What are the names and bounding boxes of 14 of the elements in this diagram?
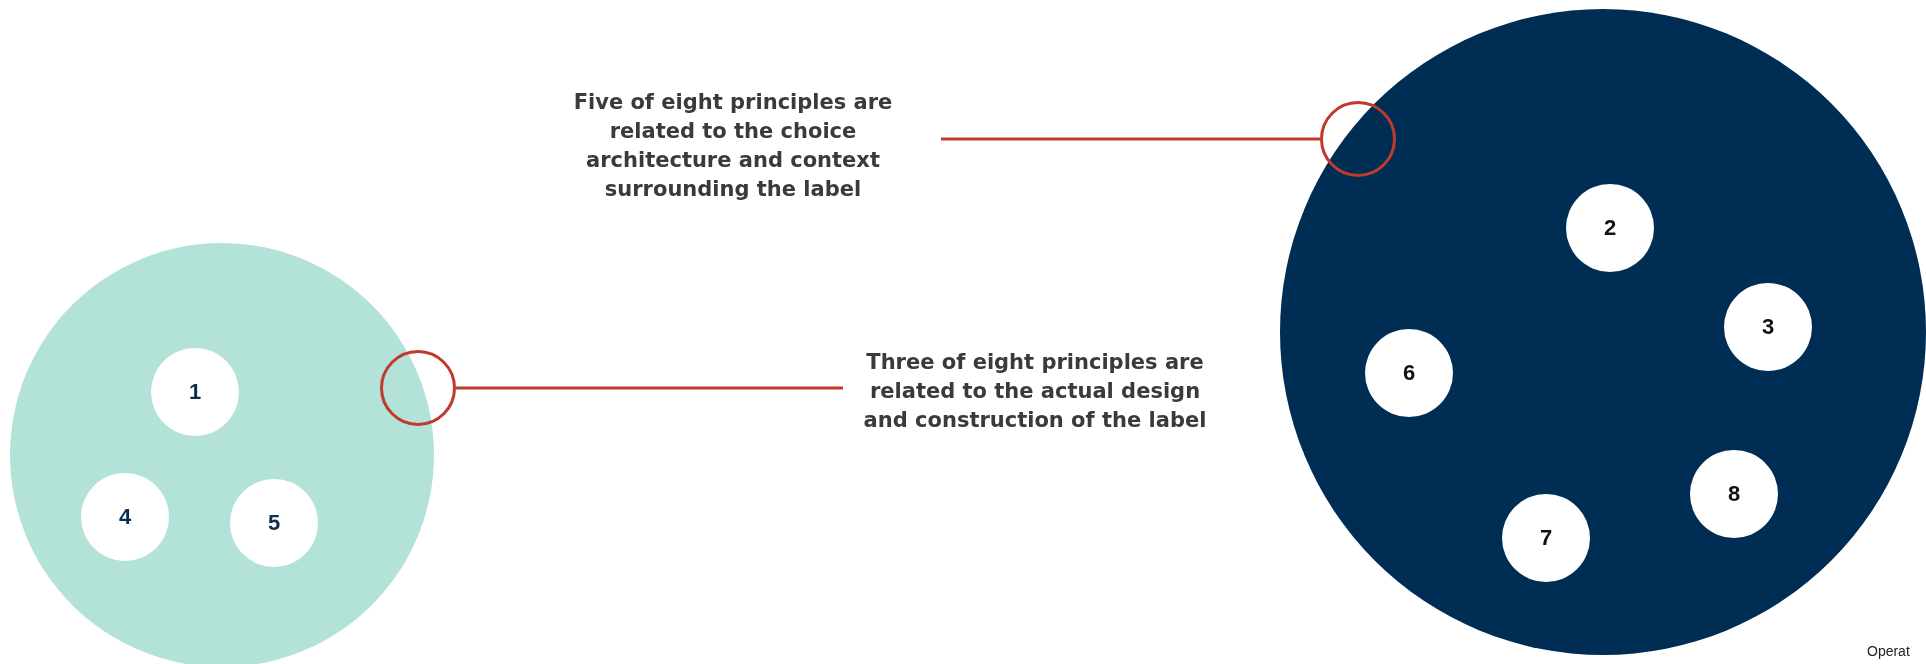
callout-text: Five of eight principles are related to the choice architecture and context surrounding the label	[553, 88, 913, 204]
numbered-circle: 4	[81, 473, 169, 561]
numbered-circle: 7	[1502, 494, 1590, 582]
numbered-circle: 5	[230, 479, 318, 567]
numbered-circle: 2	[1566, 184, 1654, 272]
numbered-circle: 6	[1365, 329, 1453, 417]
numbered-circle: 8	[1690, 450, 1778, 538]
leader-line	[941, 137, 1320, 141]
numbered-circle: 1	[151, 348, 239, 436]
highlight-ring	[380, 350, 456, 426]
callout-text: Three of eight principles are related to the actual design and construction of the label	[855, 348, 1215, 435]
numbered-circle: 3	[1724, 283, 1812, 371]
leader-line	[456, 386, 843, 390]
cut-off-text: Operat	[1867, 643, 1910, 659]
